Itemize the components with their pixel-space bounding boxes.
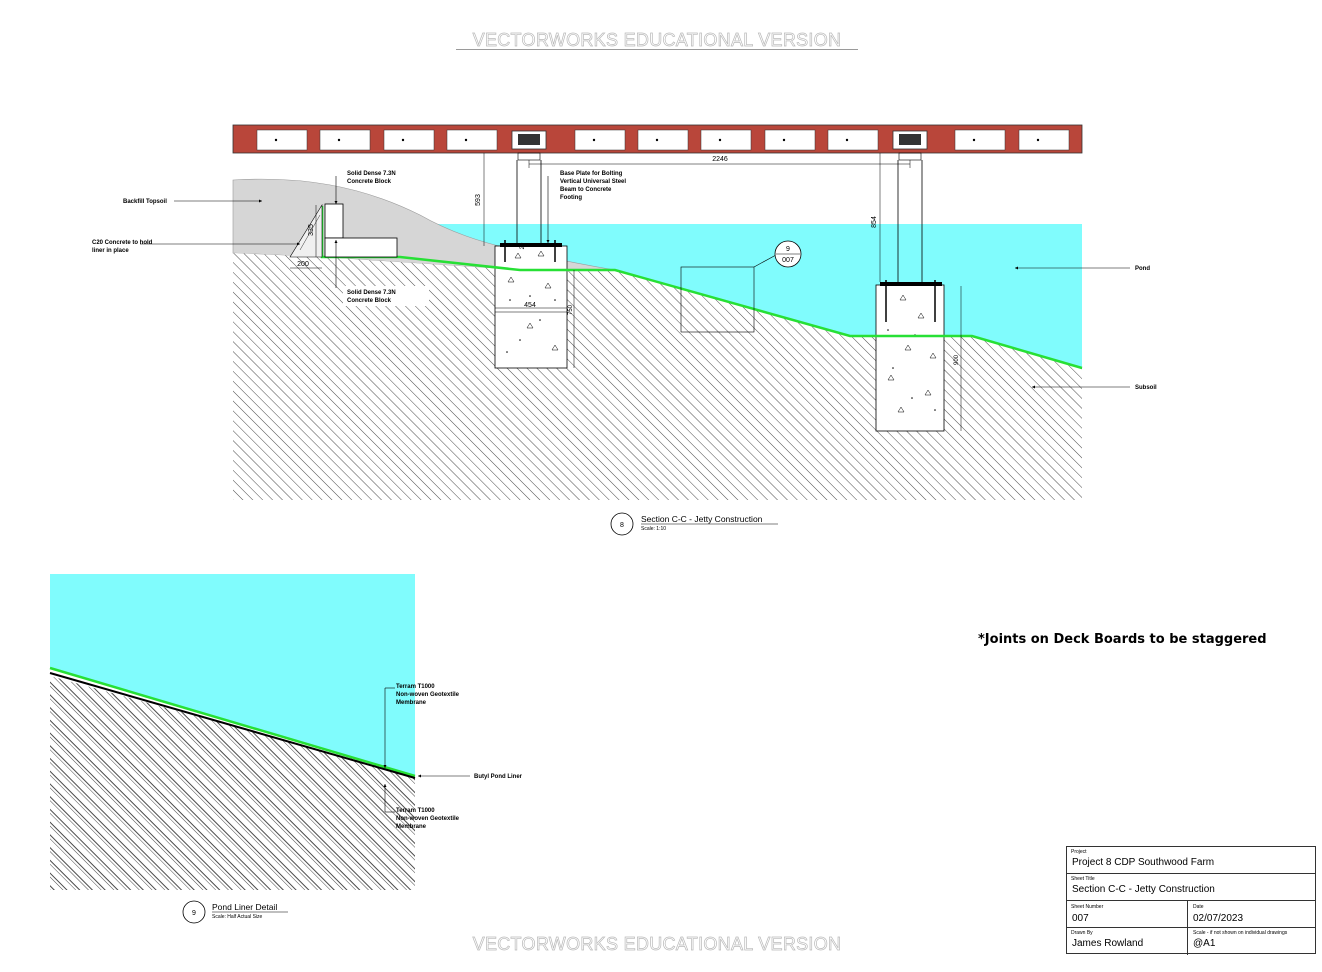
- label-base-plate-line3: Beam to Concrete: [560, 187, 612, 193]
- dim-toe-width: 200: [297, 261, 309, 268]
- section-marker-number: 8: [620, 522, 624, 529]
- detail-terram-bottom-line1: Terram T1000: [396, 808, 435, 814]
- detail-callout-sheet: 007: [782, 257, 794, 264]
- detail-scale: Scale: Half Actual Size: [212, 914, 263, 920]
- tb-sheet-number-row: Sheet Number 007 Date 02/07/2023: [1067, 901, 1315, 928]
- detail-terram-top-line1: Terram T1000: [396, 684, 435, 690]
- dim-left-post-height: 593: [475, 194, 482, 206]
- detail-terram-top-line3: Membrane: [396, 700, 427, 706]
- dimension-lines: [290, 153, 962, 431]
- label-backfill-topsoil: Backfill Topsoil: [123, 199, 167, 205]
- right-base-plate: [880, 282, 942, 286]
- detail-terram-bottom-line2: Non-woven Geotextile: [396, 816, 460, 822]
- tb-drawn-by-row: Drawn By James Rowland Scale - if not sh…: [1067, 928, 1315, 955]
- watermark-top: VECTORWORKS EDUCATIONAL VERSION: [472, 30, 842, 51]
- dim-footing-width: 454: [524, 302, 536, 309]
- left-base-plate: [500, 243, 562, 247]
- dim-block-height: 335: [308, 224, 315, 236]
- label-block-bottom-line1: Solid Dense 7.3N: [347, 290, 396, 296]
- tb-scale-value: @A1: [1193, 938, 1216, 949]
- detail-leaders: [383, 687, 470, 813]
- left-concrete-footing: [494, 245, 568, 369]
- label-base-plate-line1: Base Plate for Bolting: [560, 171, 623, 177]
- dim-right-post-height: 854: [871, 216, 878, 228]
- detail-black-liner: [49, 672, 416, 779]
- tb-project-row: Project Project 8 CDP Southwood Farm: [1067, 847, 1315, 874]
- detail-callout-number: 9: [786, 246, 790, 253]
- dim-beam-spacing: 2246: [712, 156, 728, 163]
- watermark-top-rule: [456, 49, 858, 50]
- section-scale: Scale: 1:10: [641, 526, 666, 532]
- label-base-plate-line2: Vertical Universal Steel: [560, 179, 626, 185]
- deck-joists: [256, 129, 1070, 151]
- label-c20-line2: liner in place: [92, 248, 129, 254]
- tb-sheet-number-label: Sheet Number: [1071, 904, 1104, 910]
- pond-liner-detail: Terram T1000 Non-woven Geotextile Membra…: [49, 574, 523, 924]
- deck-joist-dots: [274, 138, 1040, 142]
- tb-sheet-title-row: Sheet Title Section C-C - Jetty Construc…: [1067, 874, 1315, 901]
- subsoil-ground: [233, 253, 1082, 500]
- tb-sheet-number-value: 007: [1072, 913, 1089, 924]
- label-base-plate-line4: Footing: [560, 195, 582, 201]
- tb-project-value: Project 8 CDP Southwood Farm: [1072, 857, 1215, 868]
- section-marker-circle: [610, 512, 634, 536]
- tb-sheet-title-label: Sheet Title: [1071, 876, 1095, 882]
- detail-butyl-label: Butyl Pond Liner: [474, 774, 523, 780]
- concrete-block-lower: [324, 237, 398, 258]
- title-block: Project Project 8 CDP Southwood Farm She…: [1066, 846, 1316, 955]
- detail-green-liner: [49, 666, 416, 778]
- detail-marker-number: 9: [192, 910, 196, 917]
- detail-marker-circle: [182, 900, 206, 924]
- detail-water: [50, 574, 415, 776]
- detail-terram-top-line2: Non-woven Geotextile: [396, 692, 460, 698]
- detail-subsoil: [50, 676, 415, 890]
- label-block-bottom-line2: Concrete Block: [347, 298, 392, 304]
- tb-divider: [1187, 901, 1188, 955]
- footing-aggregate: [507, 250, 937, 413]
- tb-drawn-by-value: James Rowland: [1072, 938, 1144, 949]
- tb-date-value: 02/07/2023: [1193, 913, 1244, 924]
- tb-date-label: Date: [1193, 904, 1204, 910]
- concrete-block-upper: [324, 203, 344, 239]
- stagger-note: *Joints on Deck Boards to be staggered: [978, 632, 1267, 647]
- label-block-top-line1: Solid Dense 7.3N: [347, 171, 396, 177]
- label-subsoil: Subsoil: [1135, 385, 1157, 391]
- tb-sheet-title-value: Section C-C - Jetty Construction: [1072, 884, 1215, 895]
- label-c20-line1: C20 Concrete to hold: [92, 240, 153, 246]
- label-block-top-line2: Concrete Block: [347, 179, 392, 185]
- detail-title: Pond Liner Detail: [212, 902, 277, 912]
- tb-drawn-by-label: Drawn By: [1071, 930, 1093, 936]
- label-pond: Pond: [1135, 266, 1150, 272]
- dim-right-footing-depth: 900: [954, 354, 960, 365]
- section-title: Section C-C - Jetty Construction: [641, 514, 763, 524]
- watermark-bottom: VECTORWORKS EDUCATIONAL VERSION: [472, 934, 842, 955]
- detail-callout-box: [680, 266, 755, 333]
- dim-left-footing-depth: 750: [568, 304, 574, 315]
- leader-lines: [140, 176, 1130, 389]
- tb-scale-label: Scale - if not shown on individual drawi…: [1193, 930, 1288, 936]
- tb-project-label: Project: [1071, 849, 1087, 855]
- dim-plate-gap: 20: [520, 242, 526, 249]
- detail-terram-bottom-line3: Membrane: [396, 824, 427, 830]
- section-c-c: 9 007 2246 593 854 335 200 20 454 750 90…: [92, 124, 1157, 536]
- anchor-bolts: [504, 240, 936, 322]
